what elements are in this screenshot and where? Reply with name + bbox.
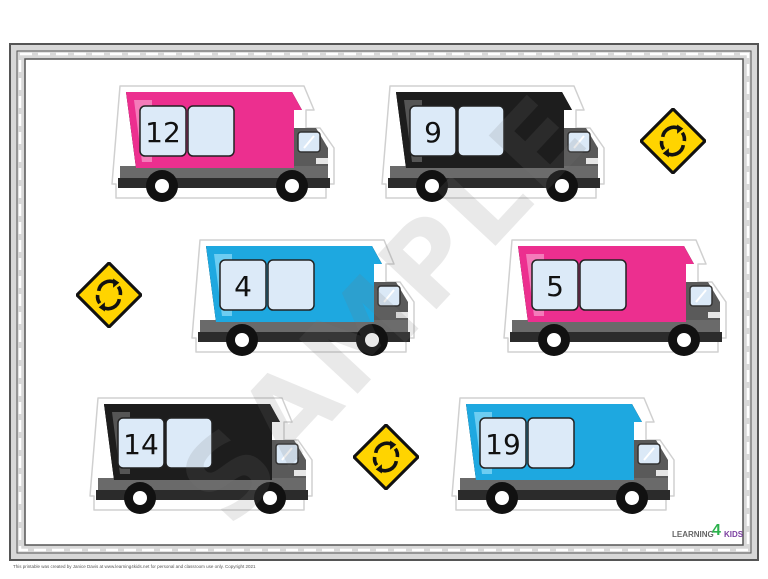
dump-truck-card: 14 bbox=[89, 397, 313, 515]
answer-box[interactable] bbox=[187, 105, 235, 157]
dump-truck-card: 12 bbox=[111, 85, 335, 203]
logo-digit: 4 bbox=[712, 522, 721, 539]
number-box bbox=[409, 105, 457, 157]
number-box bbox=[117, 417, 165, 469]
truck-number: 14 bbox=[123, 428, 159, 461]
number-box bbox=[219, 259, 267, 311]
answer-box[interactable] bbox=[165, 417, 213, 469]
dump-truck-card: 4 bbox=[191, 239, 415, 357]
number-box bbox=[531, 259, 579, 311]
answer-box[interactable] bbox=[457, 105, 505, 157]
copyright-footer: This printable was created by Janice Dav… bbox=[13, 564, 256, 569]
answer-box[interactable] bbox=[579, 259, 627, 311]
truck-number: 19 bbox=[485, 428, 521, 461]
answer-box[interactable] bbox=[527, 417, 575, 469]
dump-truck-card: 19 bbox=[451, 397, 675, 515]
truck-number: 12 bbox=[145, 116, 181, 149]
number-box bbox=[479, 417, 527, 469]
dump-truck-card: 9 bbox=[381, 85, 605, 203]
truck-number: 4 bbox=[234, 270, 252, 303]
truck-number: 5 bbox=[546, 270, 564, 303]
truck-number: 9 bbox=[424, 116, 442, 149]
answer-box[interactable] bbox=[267, 259, 315, 311]
learning4kids-logo: LEARNING 4 KIDS bbox=[672, 520, 762, 544]
dump-truck-card: 5 bbox=[503, 239, 727, 357]
number-box bbox=[139, 105, 187, 157]
logo-word-kids: KIDS bbox=[724, 530, 744, 539]
logo-word-learning: LEARNING bbox=[672, 530, 714, 539]
